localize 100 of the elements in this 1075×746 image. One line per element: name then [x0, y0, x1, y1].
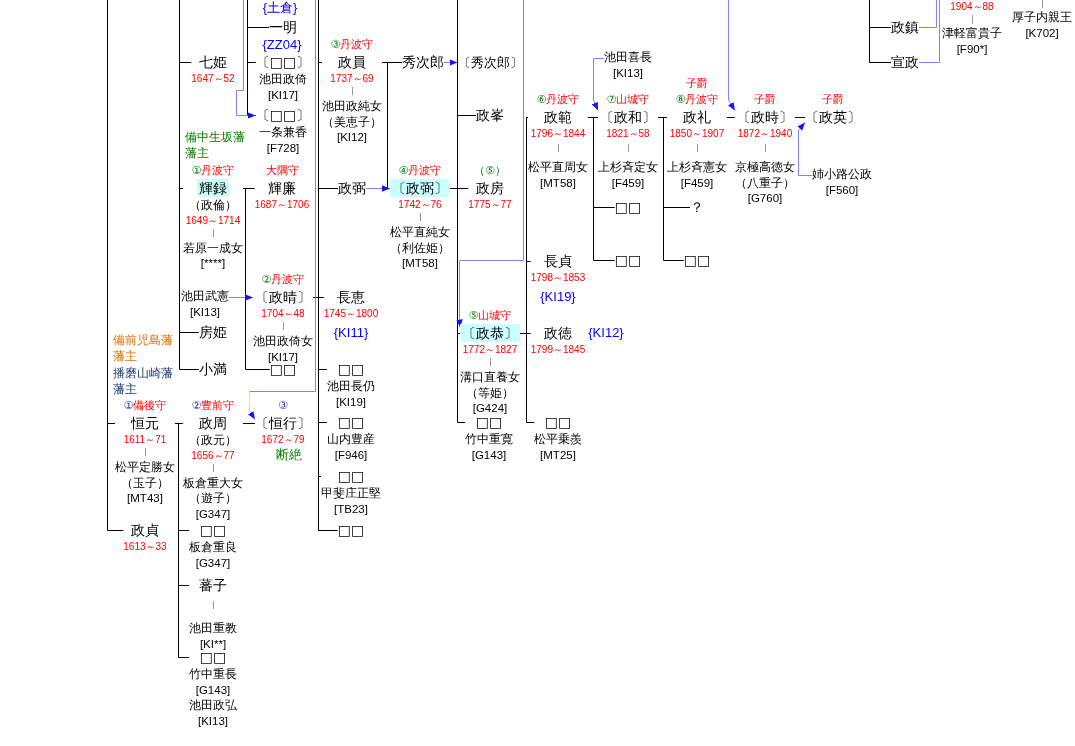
family-code: [G347]: [195, 507, 231, 520]
life-years: 1799～1845: [530, 344, 586, 355]
family-code: [KI12]: [336, 131, 368, 143]
arrow: [443, 59, 458, 66]
alias-name: （遊子）: [189, 492, 237, 504]
rank-title: 子爵: [686, 77, 708, 89]
person-name: □□: [475, 414, 503, 430]
person-name: 政周: [199, 415, 227, 431]
family-code: [KI19]: [335, 395, 367, 408]
person-name: □□: [199, 522, 227, 538]
life-years: 1647～52: [191, 73, 235, 84]
relative-name: 板倉重良: [189, 541, 237, 553]
family-code: [KI13]: [197, 714, 229, 727]
alias-name: （八重子）: [735, 176, 795, 189]
office-title: 大隅守: [265, 164, 299, 176]
person-name: 池田武憲: [181, 290, 229, 302]
relative-name: 松平直周女: [528, 161, 588, 173]
office-title: 丹波守: [685, 93, 719, 105]
relative-name: 一条兼香: [259, 126, 307, 138]
person-name: □□: [337, 414, 365, 430]
domain-label: 播磨山崎藩藩主: [113, 365, 174, 397]
family-code: [F459]: [680, 176, 714, 189]
person-name: □□: [337, 468, 365, 484]
arrow: [591, 58, 605, 111]
family-code: [MT25]: [540, 448, 576, 461]
person-name: □□: [337, 522, 365, 538]
order-number: ③: [330, 38, 341, 50]
branch-line: [457, 0, 458, 63]
life-years: 1821～58: [606, 128, 650, 139]
alias-name: （利佐姫）: [390, 241, 450, 254]
branch-line: [869, 0, 892, 63]
order-number: ②: [261, 273, 272, 285]
family-code: [****]: [200, 257, 226, 269]
family-code: [G143]: [471, 448, 507, 461]
life-years: 1850～1907: [669, 128, 725, 139]
office-title: 山城守: [478, 309, 512, 321]
life-years: 1649～1714: [185, 214, 241, 226]
family-code: [KI**]: [199, 637, 227, 650]
alias-name: （政倫）: [189, 199, 237, 211]
family-code: [F946]: [334, 448, 368, 461]
person-name: 政弼: [338, 180, 366, 196]
person-name: 〔政英〕: [805, 109, 861, 125]
relative-name: 池田政純女: [322, 100, 382, 112]
person-name: 恒元: [131, 415, 159, 431]
person-name: 秀次郎: [402, 54, 444, 70]
relative-name: 池田政弘: [189, 699, 237, 711]
relative-name: 甲斐庄正堅: [321, 487, 381, 499]
person-name: 蕃子: [199, 577, 227, 593]
family-code: [KI17]: [267, 350, 299, 363]
office-title: 丹波守: [271, 273, 305, 285]
family-code: [F560]: [825, 183, 859, 196]
person-name: 池田喜長: [604, 51, 652, 63]
person-name: 政範: [544, 109, 572, 125]
family-code: [F90*]: [956, 42, 988, 58]
life-years: 1904～88: [950, 0, 994, 13]
relative-name: 池田重教: [189, 622, 237, 634]
family-code: {KI11}: [333, 325, 369, 341]
branch-line: [318, 0, 323, 63]
office-title: 丹波守: [201, 164, 235, 176]
person-name: □□: [614, 199, 642, 215]
relative-name: 若原一成女: [183, 241, 243, 254]
relative-name: 板倉重大女: [183, 476, 243, 489]
family-code: [MT43]: [127, 492, 163, 504]
person-name: 〔政恭〕: [460, 324, 520, 342]
arrow: [456, 0, 524, 328]
branch-line: [312, 297, 339, 531]
person-name: 姉小路公政: [812, 168, 872, 180]
domain-label: 備中生坂藩藩主: [185, 129, 246, 161]
life-years: 1798～1853: [530, 272, 586, 283]
order-number: （⑤）: [474, 164, 506, 176]
branch-line: [242, 423, 256, 424]
branch-line: [242, 188, 271, 370]
person-name: 長恵: [337, 289, 365, 305]
person-name: □□: [614, 252, 642, 268]
office-title: 備後守: [133, 399, 167, 411]
life-years: 1742～76: [398, 199, 442, 210]
person-name: ？: [690, 199, 704, 215]
person-name: 宣政: [891, 54, 919, 70]
arrow: [365, 185, 391, 192]
family-code: {KI12}: [588, 325, 624, 341]
branch-line: [174, 423, 190, 658]
relative-name: 松平直純女: [390, 226, 450, 238]
family-code: [KI13]: [612, 66, 644, 79]
branch-line: [726, 117, 736, 118]
life-years: 1745～1800: [323, 308, 379, 319]
relative-name: 厚子内親王: [1012, 10, 1072, 26]
life-years: 1672～79: [261, 434, 305, 445]
family-code: [G143]: [195, 683, 231, 696]
relative-name: 京極高徳女: [735, 161, 795, 173]
rank-title: 子爵: [822, 93, 844, 105]
office-title: 丹波守: [546, 93, 580, 105]
family-code: [TB23]: [334, 502, 368, 515]
order-number: ⑤: [468, 309, 479, 321]
person-name: 〔□□〕: [255, 107, 311, 123]
alias-name: （美恵子）: [322, 115, 382, 128]
relative-name: 津軽富貴子: [942, 26, 1002, 42]
relative-name: 上杉斉憲女: [667, 161, 727, 173]
branch-line: [449, 188, 466, 423]
relative-name: 上杉斉定女: [598, 161, 658, 173]
alias-name: （等姫）: [466, 386, 514, 399]
